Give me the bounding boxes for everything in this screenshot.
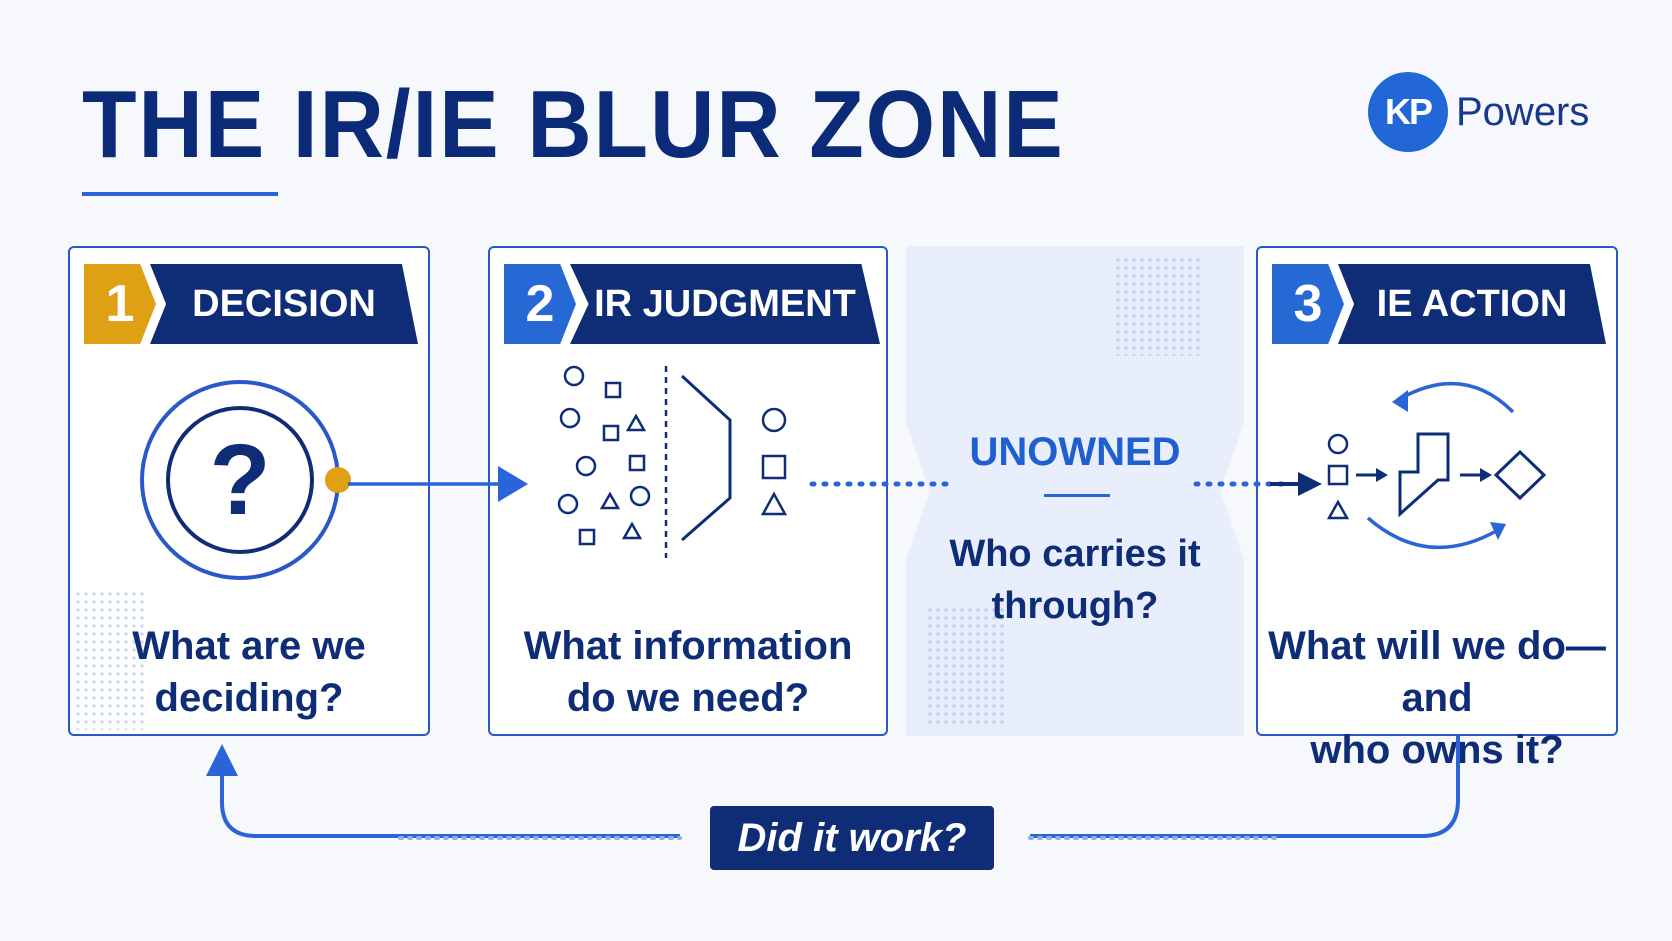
arrow-head-icon: [1298, 472, 1322, 496]
logo-mark: KP: [1368, 72, 1448, 152]
filter-shapes-icon: [557, 365, 788, 558]
question-mark-icon: ?: [140, 380, 351, 580]
step-number-badge: 3: [1272, 264, 1344, 344]
step-label: IR JUDGMENT: [570, 264, 880, 344]
step-number-badge: 1: [84, 264, 156, 344]
unowned-gap-zone: UNOWNED Who carries it through?: [906, 246, 1244, 736]
gap-question: Who carries it through?: [949, 533, 1201, 627]
title-underline: [82, 192, 278, 196]
feedback-line-right: [1030, 736, 1460, 838]
step-question: What information do we need?: [523, 624, 853, 720]
unowned-label: UNOWNED: [969, 430, 1181, 474]
feedback-line-left: [220, 776, 680, 838]
step-card-ir-judgment: 2 IR JUDGMENT What information do we nee…: [488, 246, 888, 736]
step-question: What are we deciding?: [132, 624, 366, 720]
logo-word: Powers: [1456, 89, 1590, 134]
kp-powers-logo: KP Powers: [1368, 72, 1589, 152]
step-question: What will we do—and who owns it?: [1268, 624, 1606, 772]
step-label: DECISION: [150, 264, 418, 344]
step-label: IE ACTION: [1338, 264, 1606, 344]
svg-text:?: ?: [209, 424, 270, 536]
step-number-badge: 2: [504, 264, 576, 344]
halftone-dots: [926, 606, 1006, 726]
arrow-head-icon: [498, 466, 528, 502]
arrow-up-icon: [206, 744, 238, 776]
unowned-underline: [1044, 494, 1110, 497]
page-title: THE IR/IE BLUR ZONE: [82, 71, 1065, 178]
step-card-ie-action: 3 IE ACTION What will we do—and who owns…: [1256, 246, 1618, 772]
halftone-dots: [1114, 256, 1204, 356]
step-card-decision: 1 DECISION ? What are we deciding?: [68, 246, 430, 736]
action-cycle-icon: [1326, 381, 1547, 550]
halftone-dots: [74, 590, 144, 730]
feedback-badge: Did it work?: [710, 806, 994, 870]
